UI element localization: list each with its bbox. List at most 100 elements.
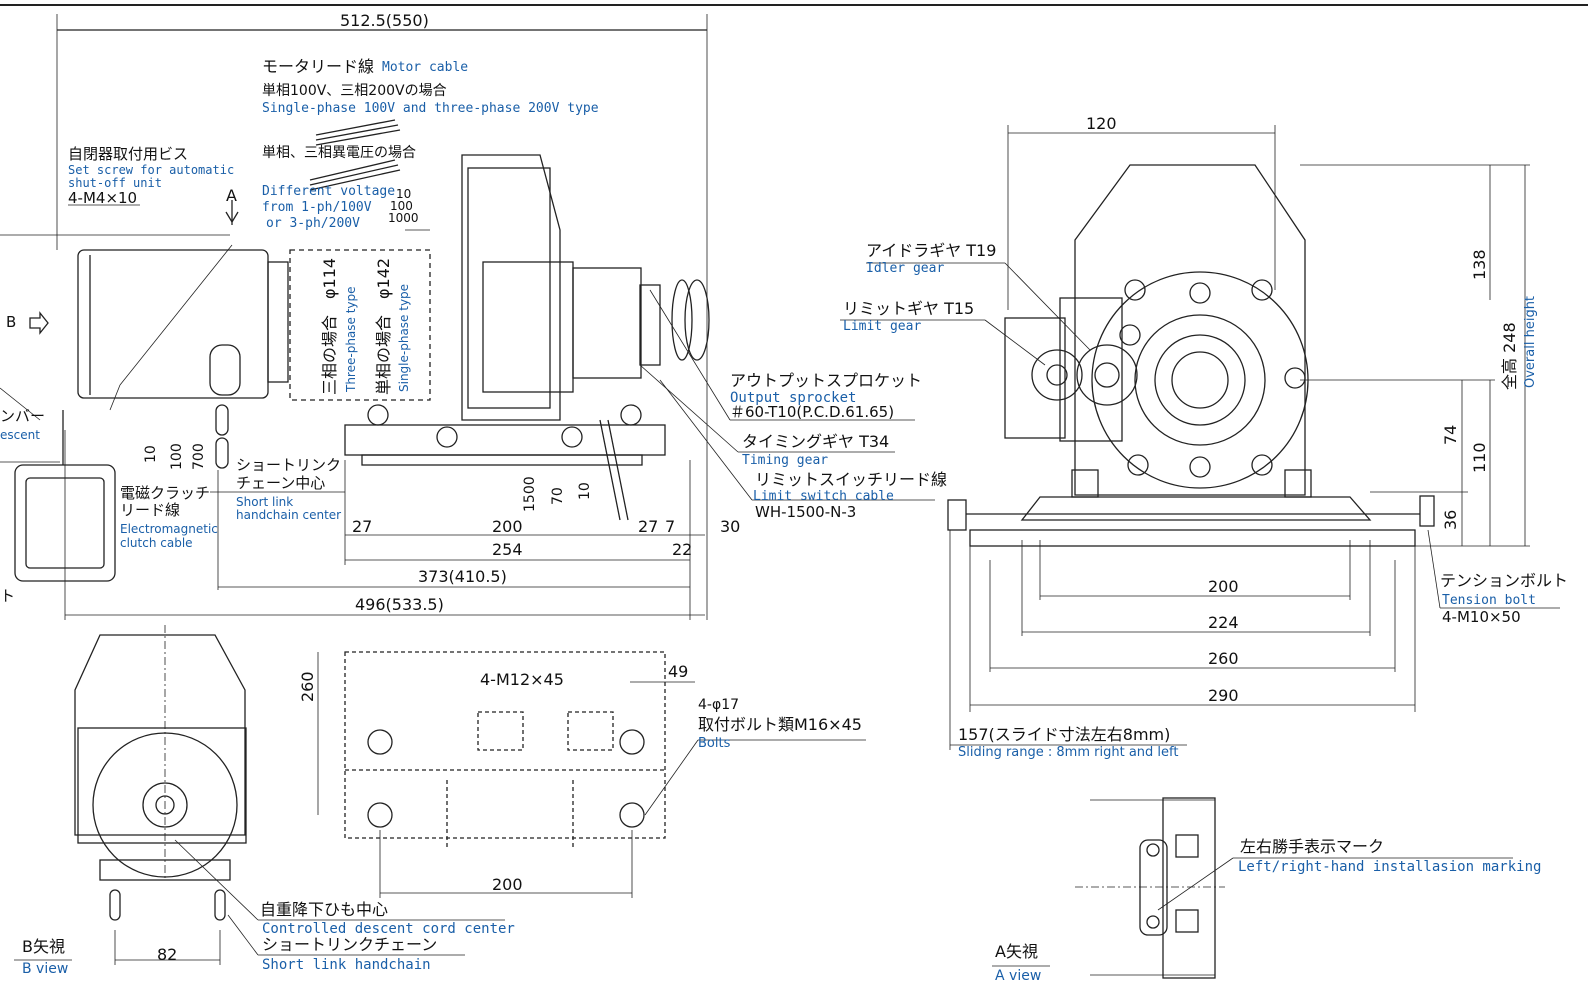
lead-length-1000: 1000 — [388, 211, 419, 225]
dim-224: 224 — [1208, 613, 1239, 632]
lead-length-100: 100 — [390, 199, 413, 213]
three-phase-diameter: 三相の場合 φ114 — [320, 257, 339, 395]
short-link-label-en-2: handchain center — [236, 508, 342, 522]
clutch-dim-100: 100 — [169, 443, 185, 470]
clutch-label-en-2: clutch cable — [120, 536, 193, 550]
single-phase-diameter-en: Single-phase type — [397, 283, 411, 392]
tension-bolt-label-en: Tension bolt — [1442, 593, 1536, 608]
dim-260: 260 — [1208, 649, 1239, 668]
clutch-label-en-1: Electromagnetic — [120, 522, 218, 536]
descent-label-partial: escent — [0, 428, 40, 442]
handchain-label-en: Short link handchain — [262, 957, 431, 973]
diff-voltage-en-2: from 1-ph/100V — [262, 200, 372, 215]
lever-label-partial: ンバー — [0, 407, 46, 425]
dim-110: 110 — [1470, 442, 1489, 473]
setscrew-label-en-2: shut-off unit — [68, 176, 162, 190]
output-sprocket-label-en: Output sprocket — [730, 390, 857, 406]
diff-voltage-en-1: Different voltage — [262, 184, 396, 199]
motor-cable-label: モータリード線 — [262, 57, 375, 76]
clutch-label-1: 電磁クラッチ — [120, 484, 211, 502]
single-three-label: 単相100V、三相200Vの場合 — [262, 83, 447, 99]
dim-200: 200 — [492, 517, 523, 536]
front-view-drawing — [840, 125, 1560, 750]
three-phase-diameter-en: Three-phase type — [344, 286, 358, 392]
idler-gear-label-en: Idler gear — [866, 261, 945, 276]
marking-label: 左右勝手表示マーク — [1240, 837, 1385, 856]
dim-82: 82 — [157, 945, 178, 964]
setscrew-spec: 4-M4×10 — [68, 189, 138, 207]
limit-switch-spec: WH-1500-N-3 — [755, 503, 857, 521]
dim-138: 138 — [1470, 249, 1489, 280]
short-link-label-1: ショートリンク — [236, 456, 342, 474]
limit-gear-label: リミットギヤ T15 — [843, 299, 975, 318]
b-view-title: B矢視 — [22, 937, 65, 956]
a-view-title-en: A view — [995, 968, 1042, 984]
setscrew-label: 自閉器取付用ビス — [68, 145, 189, 163]
short-link-label-2: チェーン中心 — [236, 474, 326, 492]
m12-bolt-label: 4-M12×45 — [480, 670, 564, 689]
mounting-bolts-label: 取付ボルト類M16×45 — [698, 715, 862, 734]
hole-phi17-label: 4-φ17 — [698, 697, 740, 713]
sliding-range-label-en: Sliding range : 8mm right and left — [958, 745, 1179, 760]
clutch-dim-700: 700 — [191, 443, 207, 470]
single-three-label-en: Single-phase 100V and three-phase 200V t… — [262, 101, 599, 116]
limit-switch-label-en: Limit switch cable — [753, 489, 894, 504]
short-link-label-en-1: Short link — [236, 495, 294, 509]
side-view-drawing — [0, 14, 935, 620]
a-view-drawing — [992, 797, 1513, 979]
output-sprocket-spec: ＃60-T10(P.C.D.61.65) — [730, 403, 895, 421]
dim-36: 36 — [1441, 509, 1460, 530]
ls-dim-70: 70 — [550, 487, 566, 505]
descent-cord-label-en: Controlled descent cord center — [262, 921, 515, 937]
b-view-title-en: B view — [22, 961, 69, 977]
motor-cable-label-en: Motor cable — [382, 60, 469, 75]
dim-290: 290 — [1208, 686, 1239, 705]
dim-373: 373(410.5) — [418, 567, 507, 586]
sliding-range-label: 157(スライド寸法左右8mm) — [958, 725, 1171, 744]
dim-496: 496(533.5) — [355, 595, 444, 614]
dim-200-plan: 200 — [492, 875, 523, 894]
dim-49: 49 — [668, 662, 689, 681]
marking-label-en: Left/right-hand installasion marking — [1238, 859, 1542, 875]
setscrew-label-en-1: Set screw for automatic — [68, 163, 235, 177]
overall-height-label: 全高 248 — [1500, 322, 1519, 390]
output-sprocket-label: アウトプットスプロケット — [730, 371, 923, 390]
handchain-label: ショートリンクチェーン — [262, 935, 438, 954]
dim-overall-width: 512.5(550) — [340, 11, 429, 30]
ls-dim-10: 10 — [577, 482, 593, 500]
diff-voltage-label: 単相、三相異電圧の場合 — [262, 145, 416, 161]
limit-gear-label-en: Limit gear — [843, 319, 922, 334]
tension-bolt-spec: 4-M10×50 — [1442, 608, 1521, 626]
dim-254: 254 — [492, 540, 523, 559]
b-view-drawing — [14, 625, 505, 965]
clutch-label-2: リード線 — [120, 501, 181, 519]
dim-30: 30 — [720, 517, 741, 536]
single-phase-diameter: 単相の場合 φ142 — [374, 257, 393, 395]
dim-22: 22 — [672, 540, 693, 559]
clutch-dim-10: 10 — [143, 445, 159, 463]
descent-cord-label: 自重降下ひも中心 — [260, 900, 389, 919]
lead-length-10: 10 — [396, 187, 412, 201]
timing-gear-label-en: Timing gear — [742, 453, 829, 468]
tension-bolt-label: テンションボルト — [1440, 571, 1569, 590]
dim-7: 7 — [665, 517, 676, 536]
plan-view-drawing — [317, 651, 866, 898]
dim-74: 74 — [1441, 424, 1460, 445]
dim-260-plan: 260 — [298, 671, 317, 702]
mounting-bolts-label-en: Bolts — [698, 736, 731, 751]
dim-27-left: 27 — [352, 517, 373, 536]
diff-voltage-en-3: or 3-ph/200V — [266, 216, 360, 231]
b-view-marker: B — [6, 313, 17, 331]
dim-120: 120 — [1086, 114, 1117, 133]
ls-dim-1500: 1500 — [522, 476, 538, 512]
limit-switch-label: リミットスイッチリード線 — [755, 470, 948, 489]
dim-200-front: 200 — [1208, 577, 1239, 596]
timing-gear-label: タイミングギヤ T34 — [742, 432, 890, 451]
idler-gear-label: アイドラギヤ T19 — [866, 241, 997, 260]
a-view-marker: A — [226, 186, 237, 205]
a-view-title: A矢視 — [995, 942, 1038, 961]
dim-27-right: 27 — [638, 517, 659, 536]
pendant-label-partial: ト — [0, 587, 16, 605]
